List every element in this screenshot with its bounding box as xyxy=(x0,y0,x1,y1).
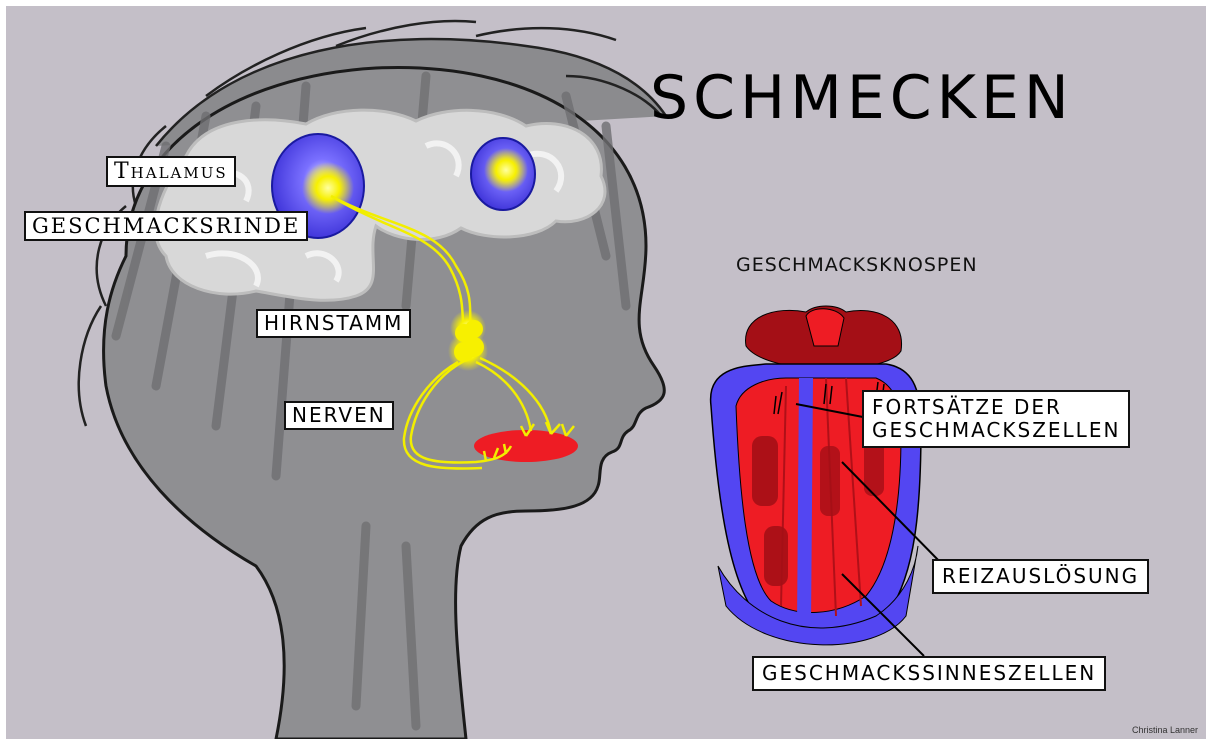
label-thalamus: Thalamus xyxy=(106,156,236,187)
tongue-illustration xyxy=(711,306,921,645)
label-fortsaetze-line1: FORTSÄTZE DER xyxy=(872,396,1120,419)
taste-buds-heading: GESCHMACKSKNOSPEN xyxy=(736,254,978,276)
label-nerven: NERVEN xyxy=(284,401,394,430)
label-geschmacksrinde: GESCHMACKSRINDE xyxy=(24,211,308,241)
label-fortsaetze-line2: GESCHMACKSZELLEN xyxy=(872,419,1120,442)
label-geschmackssinneszellen: GESCHMACKSSINNESZELLEN xyxy=(752,656,1106,691)
label-fortsaetze: FORTSÄTZE DER GESCHMACKSZELLEN xyxy=(862,390,1130,448)
diagram-canvas: SCHMECKEN GESCHMACKSKNOSPEN Thalamus GES… xyxy=(6,6,1206,739)
page-title: SCHMECKEN xyxy=(650,68,1074,128)
author-credit: Christina Lanner xyxy=(1132,725,1198,735)
label-hirnstamm: HIRNSTAMM xyxy=(256,309,411,338)
label-reizausloesung: REIZAUSLÖSUNG xyxy=(932,559,1149,594)
